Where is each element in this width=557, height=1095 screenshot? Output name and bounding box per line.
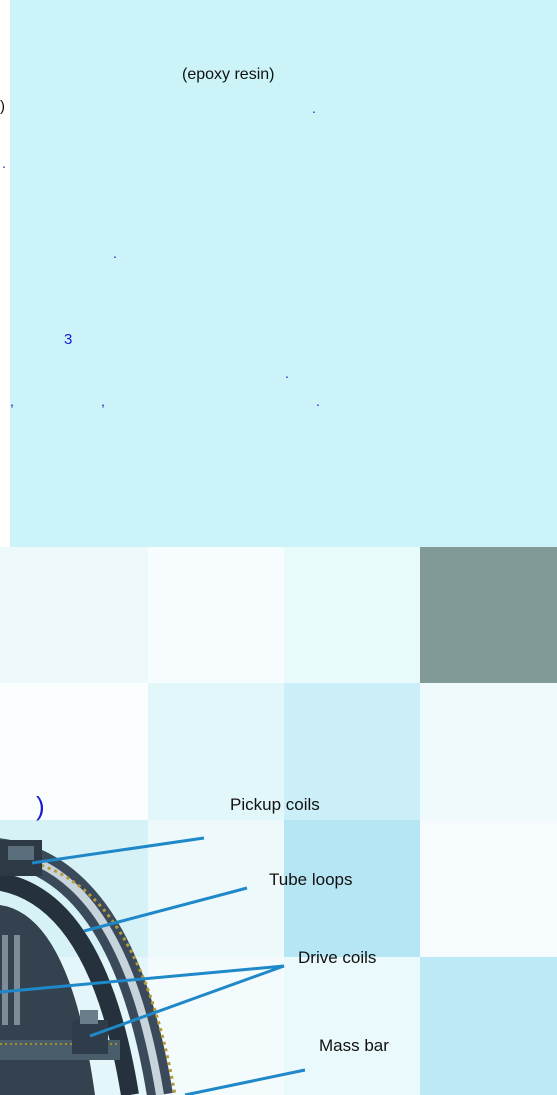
pickup-coils-label: Pickup coils	[230, 795, 320, 815]
tube-loops-label: Tube loops	[269, 870, 352, 890]
pickup-coil-cap	[8, 846, 34, 860]
mass-bar-callout	[185, 1070, 305, 1095]
mass-bar-label: Mass bar	[319, 1036, 389, 1056]
drive-coil-block	[72, 1020, 108, 1054]
figure-paren: )	[36, 791, 45, 822]
support-post	[14, 935, 20, 1025]
drive-coil-cap	[80, 1010, 98, 1024]
pickup-coils-callout	[32, 838, 204, 863]
drive-coils-label: Drive coils	[298, 948, 376, 968]
support-post	[2, 935, 8, 1025]
